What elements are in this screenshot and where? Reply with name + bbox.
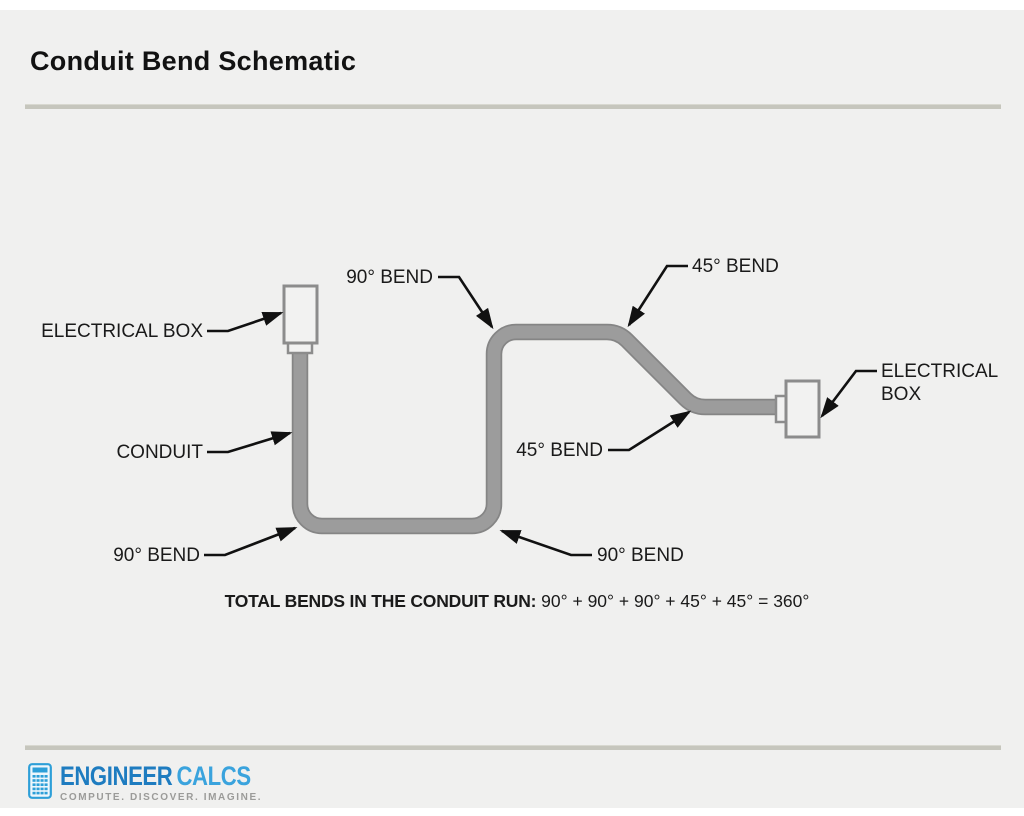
brand-word-engineer: ENGINEER — [60, 761, 173, 791]
conduit-run — [293, 325, 780, 533]
label-bend-90-bottom-left: 90° BEND — [113, 545, 200, 566]
calculator-icon — [28, 763, 52, 799]
total-bends-value: 90° + 90° + 90° + 45° + 45° = 360° — [536, 591, 810, 611]
brand-tagline: COMPUTE. DISCOVER. IMAGINE. — [60, 792, 263, 803]
leader-bend-90-top — [438, 275, 494, 330]
leader-bend-90-bottom-right — [499, 529, 592, 557]
label-bend-45-mid: 45° BEND — [516, 440, 603, 461]
leader-electrical-box-left — [207, 311, 284, 333]
leader-bend-45-mid — [608, 410, 692, 452]
left-electrical-box — [282, 284, 319, 345]
total-bends-label: TOTAL BENDS IN THE CONDUIT RUN: — [224, 591, 537, 611]
label-electrical-box-right: ELECTRICAL BOX — [881, 360, 998, 406]
label-bend-90-top: 90° BEND — [346, 267, 433, 288]
label-electrical-box-left: ELECTRICAL BOX — [41, 321, 203, 342]
label-bend-45-top: 45° BEND — [692, 256, 779, 277]
leader-electrical-box-right — [820, 369, 877, 419]
leader-bend-90-bottom-left — [204, 526, 298, 557]
brand-word-calcs: CALCS — [176, 761, 251, 791]
label-bend-90-bottom-right: 90° BEND — [597, 545, 684, 566]
header-divider — [25, 104, 1001, 109]
leader-conduit — [207, 431, 293, 454]
right-electrical-box — [784, 379, 821, 439]
page-title: Conduit Bend Schematic — [30, 46, 357, 76]
label-electrical-box-right-line2: BOX — [881, 384, 922, 405]
total-bends-summary: TOTAL BENDS IN THE CONDUIT RUN: 90° + 90… — [0, 591, 1024, 612]
bottom-margin — [0, 808, 1024, 816]
label-electrical-box-right-line1: ELECTRICAL — [881, 361, 999, 382]
leader-bend-45-top — [627, 264, 688, 328]
footer-divider — [25, 745, 1001, 750]
page-background — [0, 10, 1024, 808]
label-conduit: CONDUIT — [116, 442, 203, 463]
top-margin — [0, 0, 1024, 10]
conduit-run-outline — [291, 323, 780, 535]
